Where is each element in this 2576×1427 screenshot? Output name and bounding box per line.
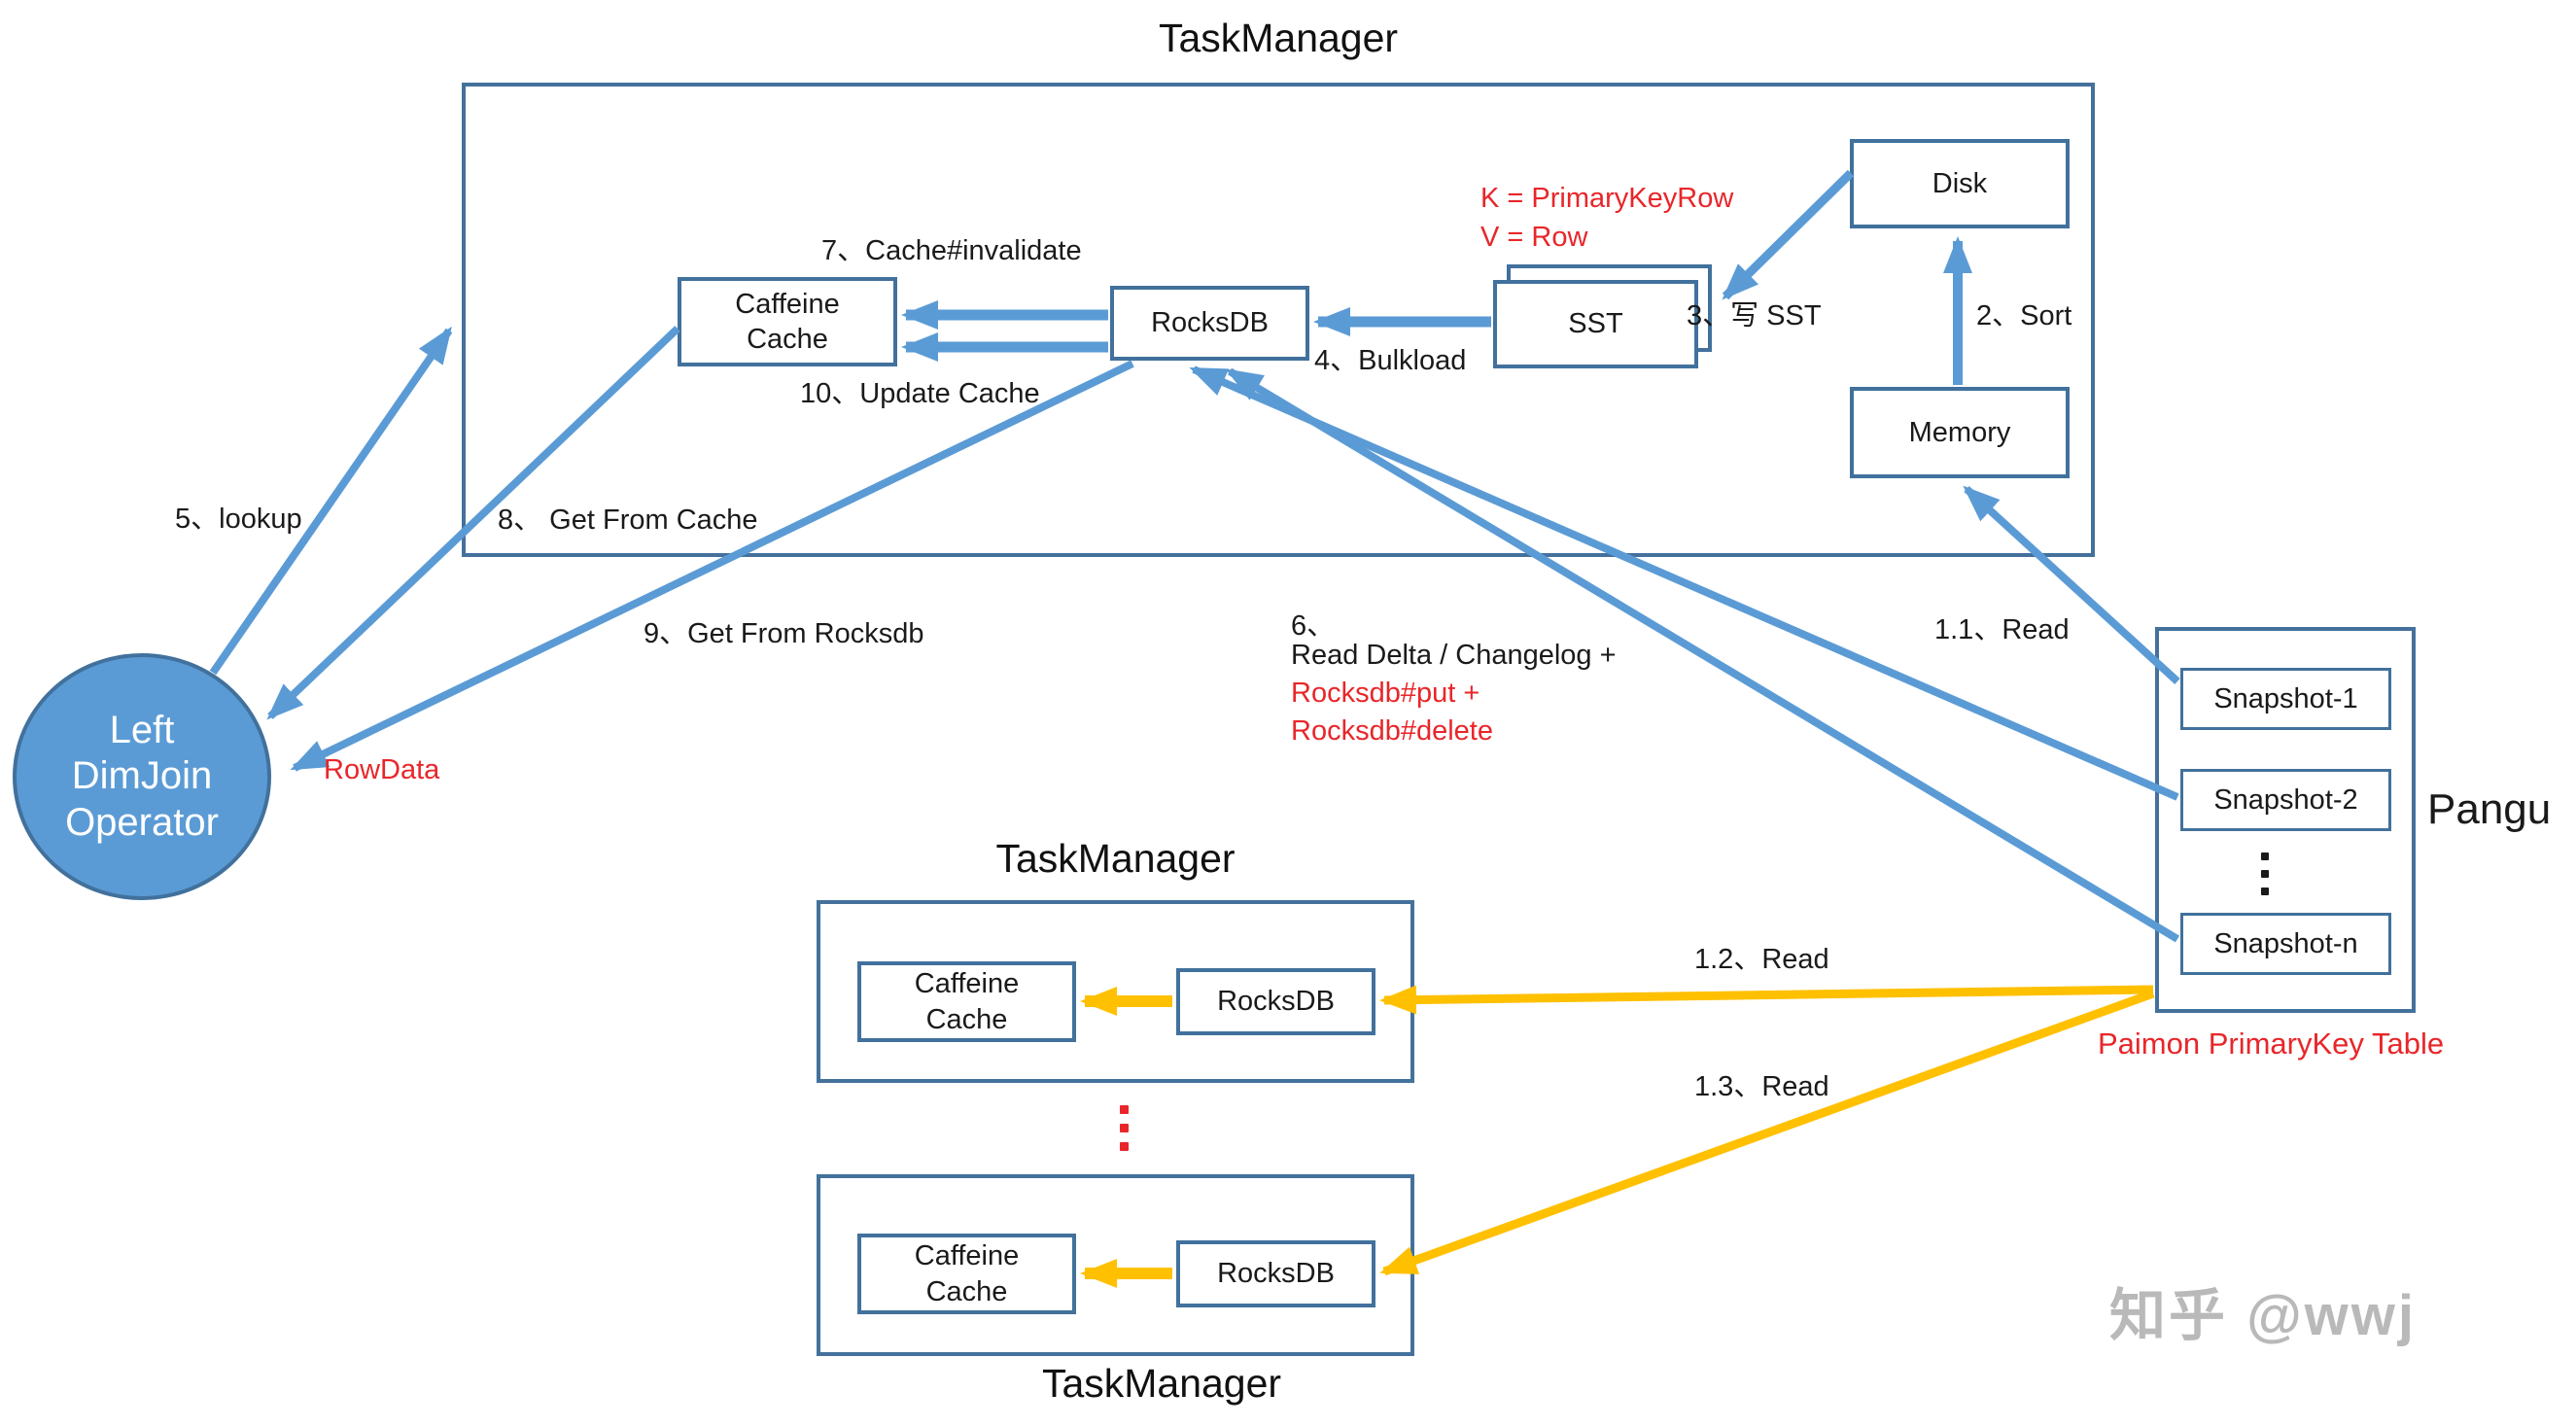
rocksdb-box-bottom: RocksDB bbox=[1176, 1240, 1375, 1307]
taskmanager-top-title: TaskManager bbox=[1158, 16, 1399, 60]
pangu-label: Pangu bbox=[2427, 785, 2552, 833]
label-bulkload: 4、Bulkload bbox=[1314, 345, 1467, 376]
snapshot-vertical-ellipsis bbox=[2261, 848, 2269, 900]
label-read-1-1: 1.1、Read bbox=[1934, 614, 2070, 645]
operator-line3: Operator bbox=[65, 800, 219, 844]
caffeine-cache-box-mid: Caffeine Cache bbox=[857, 961, 1076, 1042]
operator-line1: Left bbox=[109, 709, 175, 752]
taskmanager-vertical-ellipsis bbox=[1120, 1100, 1129, 1156]
caffeine-cache-label: Caffeine Cache bbox=[735, 288, 840, 355]
disk-label: Disk bbox=[1932, 167, 1988, 199]
label-get-from-cache: 8、 Get From Cache bbox=[498, 505, 758, 536]
left-dimjoin-operator-node: Left DimJoin Operator bbox=[13, 653, 271, 900]
rocksdb-box-mid: RocksDB bbox=[1176, 968, 1375, 1035]
taskmanager-bottom-title: TaskManager bbox=[1041, 1361, 1282, 1406]
label-rowdata: RowData bbox=[324, 754, 440, 785]
caffeine-cache-label: Caffeine Cache bbox=[914, 968, 1020, 1035]
disk-box: Disk bbox=[1850, 139, 2070, 228]
snapshot-2-box: Snapshot-2 bbox=[2180, 769, 2391, 831]
snapshot-1-box: Snapshot-1 bbox=[2180, 668, 2391, 730]
label-lookup: 5、lookup bbox=[175, 504, 302, 535]
label-read-delta: Read Delta / Changelog + bbox=[1291, 640, 1617, 671]
memory-label: Memory bbox=[1908, 416, 2011, 448]
rocksdb-label: RocksDB bbox=[1151, 307, 1269, 339]
caffeine-cache-box-bottom: Caffeine Cache bbox=[857, 1234, 1076, 1314]
rocksdb-label: RocksDB bbox=[1217, 986, 1335, 1018]
label-read-1-3: 1.3、Read bbox=[1694, 1071, 1829, 1102]
sst-box-front: SST bbox=[1493, 280, 1698, 368]
label-write-sst: 3、写 SST bbox=[1687, 300, 1822, 331]
label-read-delta-no: 6、 bbox=[1291, 610, 1336, 642]
caffeine-cache-label: Caffeine Cache bbox=[914, 1240, 1020, 1307]
rocksdb-label: RocksDB bbox=[1217, 1258, 1335, 1290]
label-sort: 2、Sort bbox=[1976, 300, 2072, 331]
label-rocksdb-delete: Rocksdb#delete bbox=[1291, 715, 1493, 747]
arrow-read-1-2 bbox=[1379, 985, 2154, 1015]
arrow-read-1-3 bbox=[1379, 989, 2155, 1276]
label-read-1-2: 1.2、Read bbox=[1694, 944, 1829, 975]
zhihu-watermark: 知乎 @wwj bbox=[2109, 1284, 2418, 1347]
snapshot-1-label: Snapshot-1 bbox=[2213, 682, 2358, 714]
snapshot-n-box: Snapshot-n bbox=[2180, 913, 2391, 975]
label-get-from-rocksdb: 9、Get From Rocksdb bbox=[644, 618, 924, 649]
label-rocksdb-put: Rocksdb#put + bbox=[1291, 678, 1480, 709]
label-kv-value: V = Row bbox=[1480, 222, 1588, 253]
paimon-primarykey-table-caption: Paimon PrimaryKey Table bbox=[2098, 1027, 2445, 1061]
label-cache-invalidate: 7、Cache#invalidate bbox=[821, 235, 1082, 266]
operator-line2: DimJoin bbox=[71, 754, 213, 798]
label-kv-key: K = PrimaryKeyRow bbox=[1480, 183, 1734, 214]
snapshot-2-label: Snapshot-2 bbox=[2213, 783, 2358, 816]
rocksdb-box-top: RocksDB bbox=[1110, 286, 1309, 361]
label-update-cache: 10、Update Cache bbox=[800, 378, 1040, 409]
memory-box: Memory bbox=[1850, 387, 2070, 478]
taskmanager-mid-title: TaskManager bbox=[995, 836, 1236, 881]
caffeine-cache-box-top: Caffeine Cache bbox=[678, 277, 897, 366]
sst-label: SST bbox=[1568, 308, 1623, 340]
snapshot-n-label: Snapshot-n bbox=[2213, 927, 2358, 959]
